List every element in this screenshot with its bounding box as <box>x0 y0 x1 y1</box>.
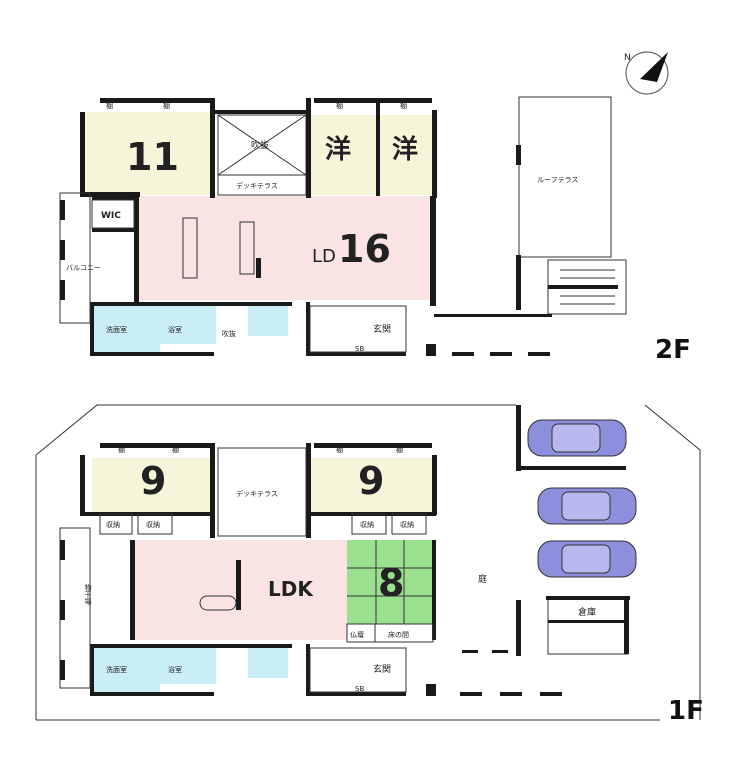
storage-4 <box>391 513 427 535</box>
north-arrow-icon <box>640 52 668 82</box>
warehouse-box <box>547 597 629 655</box>
entrance-1f-label: 玄関 <box>373 663 391 675</box>
atrium-label: 吹抜 <box>251 139 269 151</box>
kitchen-counter-1f <box>199 595 237 611</box>
tokonoma-box <box>374 623 434 643</box>
ld-prefix-label: LD <box>312 246 336 267</box>
shelf-label-1f-c: 棚 <box>336 445 343 454</box>
room-11-fill <box>84 112 214 195</box>
roof-terrace-label: ルーフテラス <box>537 176 578 184</box>
western-a-label: 洋 <box>325 134 351 165</box>
entrance-1f-box <box>309 647 407 693</box>
parked-cars <box>527 419 637 578</box>
storage-1-label: 収納 <box>106 520 120 529</box>
ldk-label: LDK <box>268 577 314 601</box>
floor-2f: 棚 棚 棚 棚 11 吹抜 洋 洋 デッキテラス ルーフテラス WIC バルコニ… <box>59 96 691 365</box>
floor-1f: 棚 棚 棚 棚 9 9 デッキテラス 収納 収納 収納 収納 物干場 LDK 8… <box>35 404 704 726</box>
floor-label-1f: 1F <box>668 696 704 726</box>
shelf-label-1f-d: 棚 <box>396 445 403 454</box>
japanese-room-label: 8 <box>378 561 404 605</box>
bathroom-1f-fill <box>160 648 216 684</box>
kitchen-counter-2f <box>182 217 198 279</box>
room-ld16-fill <box>135 196 435 300</box>
void-small-label: 吹抜 <box>222 329 236 338</box>
bedroom-9-right-fill <box>308 458 434 514</box>
entrance-2f-label: 玄関 <box>373 323 391 335</box>
japanese-room-fill <box>347 540 433 624</box>
shelf-label-2f-c: 棚 <box>336 101 343 110</box>
washroom-2f-label: 洗面室 <box>106 325 127 334</box>
shelf-label-2f-d: 棚 <box>400 101 407 110</box>
deck-terrace-1f-label: デッキテラス <box>236 489 278 498</box>
bathroom-1f-label: 浴室 <box>168 665 182 674</box>
storage-3 <box>351 513 387 535</box>
shoe-box-2f-label: SB <box>355 345 364 353</box>
bathroom-2f-label: 浴室 <box>168 325 182 334</box>
car-icon <box>537 487 637 525</box>
storage-1 <box>99 513 133 535</box>
storage-2-label: 収納 <box>146 520 160 529</box>
deck-terrace-2f-label: デッキテラス <box>236 181 278 190</box>
island-counter-2f <box>239 221 255 275</box>
car-icon <box>527 419 627 457</box>
bedroom-9-right-label: 9 <box>358 459 384 503</box>
butsudan-label: 仏壇 <box>350 630 364 639</box>
walls-2f <box>80 98 437 356</box>
shelf-label-1f-b: 棚 <box>172 445 179 454</box>
balcony-label: バルコニー <box>66 264 101 272</box>
shoe-box-1f-label: SB <box>355 685 364 693</box>
shelf-label-2f-b: 棚 <box>163 101 170 110</box>
wic-box <box>91 199 135 229</box>
entrance-2f-box <box>309 305 407 353</box>
shelf-label-2f-a: 棚 <box>106 101 113 110</box>
washroom-1f-label: 洗面室 <box>106 665 127 674</box>
ld-size-label: 16 <box>338 227 391 271</box>
western-b-label: 洋 <box>392 134 418 165</box>
storage-4-label: 収納 <box>400 520 414 529</box>
toilet-1f-fill <box>248 648 288 678</box>
roof-terrace-box <box>518 96 612 258</box>
site-outline-top <box>35 404 516 456</box>
room-11-label: 11 <box>126 135 179 179</box>
floor-label-2f: 2F <box>655 335 691 365</box>
storage-3-label: 収納 <box>360 520 374 529</box>
washroom-1f-fill <box>92 648 160 694</box>
storage-2 <box>137 513 173 535</box>
warehouse-label: 倉庫 <box>578 606 596 618</box>
shelf-label-1f-a: 棚 <box>118 445 125 454</box>
room-western-b-fill <box>380 115 438 195</box>
bathroom-2f-fill <box>160 306 216 344</box>
car-icon <box>537 540 637 578</box>
compass: N <box>624 51 669 95</box>
bedroom-9-left-label: 9 <box>140 459 166 503</box>
washroom-2f-fill <box>92 306 160 354</box>
drying-area-label: 物干場 <box>84 583 92 606</box>
compass-n-label: N <box>624 53 631 63</box>
garden-label: 庭 <box>478 573 487 585</box>
tokonoma-label: 床の間 <box>388 630 409 639</box>
deck-terrace-1f-box <box>217 447 307 537</box>
wic-label: WIC <box>101 211 121 221</box>
bedroom-9-left-fill <box>92 458 214 514</box>
room-western-a-fill <box>308 115 380 195</box>
toilet-2f-fill <box>248 306 288 336</box>
